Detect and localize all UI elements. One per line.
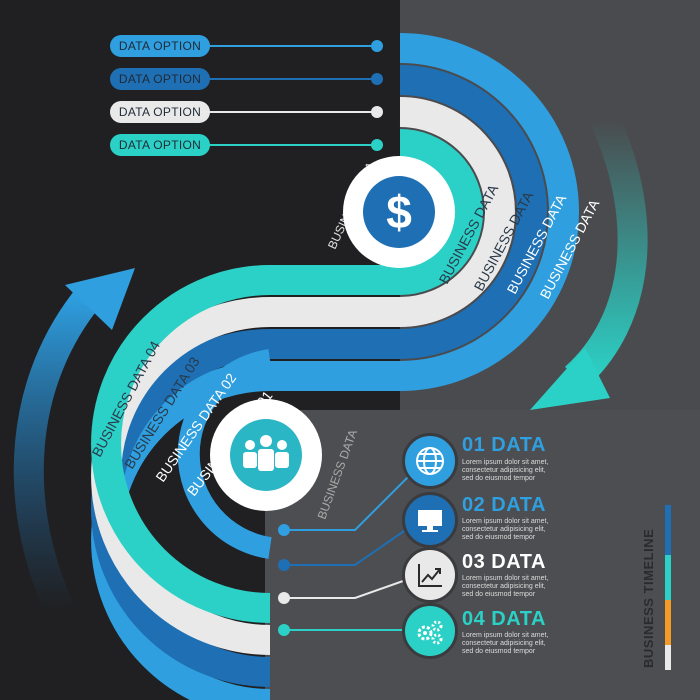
connector-dot-04 — [278, 624, 290, 636]
option-dot-1 — [371, 40, 383, 52]
item-desc-02-line2: consectetur adipisicing elit, — [462, 526, 546, 533]
item-title-04: 04 DATA — [462, 608, 546, 630]
ribbon-band-2 — [91, 65, 547, 687]
item-desc-01-line2: consectetur adipisicing elit, — [462, 467, 546, 474]
item-desc-04-line1: Lorem ipsum dolor sit amet, — [462, 632, 549, 639]
right-curved-arrow — [564, 113, 648, 390]
option-line-1 — [205, 45, 375, 47]
option-dot-3 — [371, 106, 383, 118]
connector-dot-01 — [278, 524, 290, 536]
monitor-icon — [402, 492, 458, 548]
connector-01 — [284, 464, 421, 531]
item-title-02: 02 DATA — [462, 494, 546, 516]
option-dot-4 — [371, 139, 383, 151]
circle-lower-label: BUSINESS DATA — [315, 428, 360, 521]
item-title-01: 01 DATA — [462, 434, 546, 456]
item-desc-03-line2: consectetur adipisicing elit, — [462, 583, 546, 590]
item-desc-03-line3: sed do eiusmod tempor — [462, 591, 536, 598]
option-line-2 — [205, 78, 375, 80]
connector-02 — [284, 519, 421, 566]
item-desc-01-line1: Lorem ipsum dolor sit amet, — [462, 459, 549, 466]
item-desc-01: Lorem ipsum dolor sit amet, consectetur … — [462, 459, 582, 483]
option-dot-2 — [371, 73, 383, 85]
item-desc-04-line3: sed do eiusmod tempor — [462, 648, 536, 655]
ribbon-band-3 — [91, 97, 515, 655]
left-arrow-head — [65, 268, 135, 330]
item-desc-03-line1: Lorem ipsum dolor sit amet, — [462, 575, 549, 582]
item-desc-04: Lorem ipsum dolor sit amet, consectetur … — [462, 632, 582, 656]
option-pill-1[interactable]: DATA OPTION — [110, 35, 210, 57]
svg-text:$: $ — [386, 186, 412, 238]
option-line-4 — [205, 144, 375, 146]
side-title-business-timeline: BUSINESS TIMELINE — [641, 528, 656, 668]
item-desc-02-line3: sed do eiusmod tempor — [462, 534, 536, 541]
option-pill-3[interactable]: DATA OPTION — [110, 101, 210, 123]
ribbon-band-1 — [91, 33, 579, 700]
connector-03 — [284, 574, 421, 599]
dollar-icon — [363, 176, 435, 248]
gears-icon — [402, 603, 458, 659]
option-line-3 — [205, 111, 375, 113]
background-lower-right-panel — [265, 410, 700, 700]
ribbon-band-inner-lower-1 — [177, 349, 272, 559]
side-bar-seg-2 — [665, 555, 671, 600]
right-arrow-head — [530, 348, 610, 410]
option-pill-4[interactable]: DATA OPTION — [110, 134, 210, 156]
connector-dot-02 — [278, 559, 290, 571]
item-desc-04-line2: consectetur adipisicing elit, — [462, 640, 546, 647]
item-desc-02: Lorem ipsum dolor sit amet, consectetur … — [462, 518, 582, 542]
trend-chart-icon — [402, 547, 458, 603]
item-desc-01-line3: sed do eiusmod tempor — [462, 475, 536, 482]
side-bar-seg-4 — [665, 645, 671, 670]
option-pill-2[interactable]: DATA OPTION — [110, 68, 210, 90]
item-desc-02-line1: Lorem ipsum dolor sit amet, — [462, 518, 549, 525]
side-bar-seg-3 — [665, 600, 671, 645]
connector-dot-03 — [278, 592, 290, 604]
item-title-03: 03 DATA — [462, 551, 546, 573]
item-desc-03: Lorem ipsum dolor sit amet, consectetur … — [462, 575, 582, 599]
left-curved-arrow — [13, 285, 102, 617]
side-bar-seg-1 — [665, 505, 671, 555]
globe-icon — [402, 433, 458, 489]
ribbon-band-4 — [91, 129, 483, 623]
